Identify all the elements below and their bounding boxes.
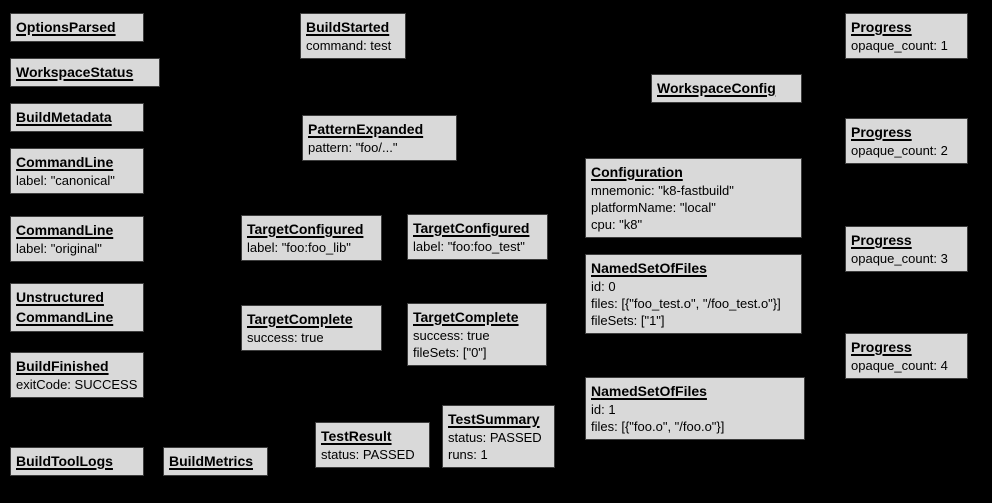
node-title: Configuration [591,164,683,180]
node-field: label: "foo:foo_lib" [247,240,351,255]
node-targetconfigured-foo-test: TargetConfigured label: "foo:foo_test" [407,214,548,260]
node-field: id: 0 [591,279,616,294]
node-commandline-canonical: CommandLine label: "canonical" [10,148,144,194]
node-title: BuildMetrics [169,453,254,469]
node-title: TargetConfigured [413,220,530,236]
node-field: success: true [413,328,490,343]
node-title: TestSummary [448,411,540,427]
node-patternexpanded: PatternExpanded pattern: "foo/..." [302,115,457,161]
node-buildstarted: BuildStarted command: test [300,13,406,59]
node-title: TargetComplete [413,309,519,325]
node-title: PatternExpanded [308,121,424,137]
node-title: CommandLine [16,154,114,170]
node-testsummary: TestSummary status: PASSED runs: 1 [442,405,555,468]
node-field: files: [{"foo_test.o", "/foo_test.o"}] [591,296,781,311]
node-title: Progress [851,124,912,140]
node-field: files: [{"foo.o", "/foo.o"}] [591,419,725,434]
node-title: Unstructured [16,289,104,305]
node-progress-3: Progress opaque_count: 3 [845,226,968,272]
node-targetconfigured-foo-lib: TargetConfigured label: "foo:foo_lib" [241,215,382,261]
node-buildfinished: BuildFinished exitCode: SUCCESS [10,352,144,398]
node-title: OptionsParsed [16,19,116,35]
node-buildmetrics: BuildMetrics [163,447,268,476]
node-targetcomplete-foo-lib: TargetComplete success: true [241,305,382,351]
node-field: opaque_count: 2 [851,143,948,158]
node-buildmetadata: BuildMetadata [10,103,144,132]
node-field: cpu: "k8" [591,217,643,232]
node-field: platformName: "local" [591,200,716,215]
node-title: TargetConfigured [247,221,364,237]
node-title: BuildToolLogs [16,453,113,469]
node-title: TestResult [321,428,392,444]
node-field: mnemonic: "k8-fastbuild" [591,183,734,198]
node-progress-1: Progress opaque_count: 1 [845,13,968,59]
node-title: TargetComplete [247,311,353,327]
node-title: WorkspaceStatus [16,64,134,80]
node-title: NamedSetOfFiles [591,383,707,399]
node-testresult: TestResult status: PASSED [315,422,430,468]
node-title-line2: CommandLine [16,309,114,325]
node-optionsparsed: OptionsParsed [10,13,144,42]
node-field: label: "foo:foo_test" [413,239,525,254]
node-title: Progress [851,232,912,248]
node-title: Progress [851,339,912,355]
node-field: opaque_count: 3 [851,251,948,266]
node-field: label: "original" [16,241,102,256]
node-field: success: true [247,330,324,345]
node-progress-4: Progress opaque_count: 4 [845,333,968,379]
node-title: CommandLine [16,222,114,238]
node-workspacestatus: WorkspaceStatus [10,58,160,87]
node-namedsetoffiles-0: NamedSetOfFiles id: 0 files: [{"foo_test… [585,254,802,334]
node-field: fileSets: ["1"] [591,313,665,328]
node-field: command: test [306,38,392,53]
node-field: label: "canonical" [16,173,115,188]
node-buildtoollogs: BuildToolLogs [10,447,144,476]
node-title: NamedSetOfFiles [591,260,707,276]
node-targetcomplete-foo-test: TargetComplete success: true fileSets: [… [407,303,547,366]
node-field: opaque_count: 4 [851,358,948,373]
node-title: WorkspaceConfig [657,80,776,96]
node-namedsetoffiles-1: NamedSetOfFiles id: 1 files: [{"foo.o", … [585,377,805,440]
node-workspaceconfig: WorkspaceConfig [651,74,802,103]
node-field: id: 1 [591,402,616,417]
node-field: status: PASSED [321,447,415,462]
node-field: pattern: "foo/..." [308,140,398,155]
node-field: fileSets: ["0"] [413,345,487,360]
node-field: opaque_count: 1 [851,38,948,53]
node-configuration: Configuration mnemonic: "k8-fastbuild" p… [585,158,802,238]
node-title: BuildFinished [16,358,109,374]
node-field: exitCode: SUCCESS [16,377,138,392]
node-unstructuredcommandline: Unstructured CommandLine [10,283,144,332]
node-title: BuildStarted [306,19,390,35]
node-field: status: PASSED [448,430,542,445]
node-field: runs: 1 [448,447,488,462]
node-title: BuildMetadata [16,109,112,125]
node-commandline-original: CommandLine label: "original" [10,216,144,262]
node-progress-2: Progress opaque_count: 2 [845,118,968,164]
node-title: Progress [851,19,912,35]
